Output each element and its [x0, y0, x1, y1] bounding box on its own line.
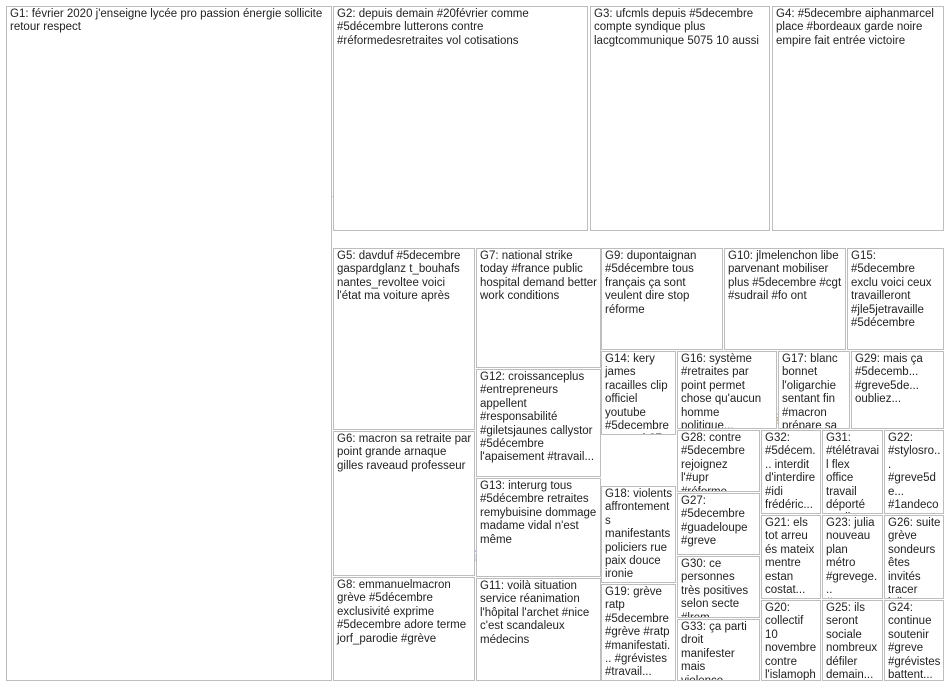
- group-title: G26: suite grève sondeurs êtes invités t…: [888, 517, 941, 598]
- group-panel-g30: G30: ce personnes très positives selon s…: [677, 556, 760, 618]
- group-panel-g14: G14: kery james racailles clip officiel …: [601, 351, 676, 435]
- group-title: G33: ça parti droit manifester mais viol…: [681, 621, 751, 681]
- group-panel-g19: G19: grève ratp #5decembre #grève #ratp …: [601, 584, 676, 681]
- group-title: G5: davduf #5decembre gaspardglanz t_bou…: [337, 250, 464, 303]
- group-panel-g15: G15: #5decembre exclu voici ceux travail…: [847, 248, 944, 350]
- group-panel-g20: G20: collectif 10 novembre contre l'isla…: [761, 600, 821, 681]
- group-title: G30: ce personnes très positives selon s…: [681, 558, 752, 618]
- group-title: G19: grève ratp #5decembre #grève #ratp …: [605, 586, 673, 679]
- group-panel-g23: G23: julia nouveau plan métro #grevege..…: [822, 515, 883, 599]
- group-panel-g6: G6: macron sa retraite par point grande …: [333, 431, 475, 576]
- group-title: G13: interurg tous #5décembre retraites …: [480, 480, 600, 546]
- group-title: G18: violents affrontements manifestants…: [605, 488, 673, 582]
- group-title: G27: #5decembre #guadeloupe #greve: [681, 495, 751, 548]
- group-title: G2: depuis demain #20février comme #5déc…: [337, 8, 532, 47]
- group-title: G9: dupontaignan #5décembre tous françai…: [605, 250, 700, 316]
- group-title: G3: ufcmls depuis #5decembre compte synd…: [594, 8, 759, 47]
- group-panel-g2: G2: depuis demain #20février comme #5déc…: [333, 6, 588, 231]
- group-panel-g21: G21: els tot arreu és mateix mentre esta…: [761, 515, 821, 599]
- group-title: G22: #stylosro... #greve5de... #1andeco.…: [888, 432, 941, 513]
- group-panel-g24: G24: continue soutenir #greve #grévistes…: [884, 600, 944, 681]
- group-panel-g17: G17: blanc bonnet l'oligarchie sentant f…: [778, 351, 850, 429]
- group-panel-g10: G10: jlmelenchon libe parvenant mobilise…: [724, 248, 846, 350]
- group-panel-g29: G29: mais ça #5decemb... #greve5de... ou…: [851, 351, 944, 429]
- group-title: G20: collectif 10 novembre contre l'isla…: [765, 602, 817, 681]
- group-panel-g5: G5: davduf #5decembre gaspardglanz t_bou…: [333, 248, 475, 430]
- group-title: G32: #5décem... interdit d'interdire #id…: [765, 432, 819, 512]
- group-panel-g13: G13: interurg tous #5décembre retraites …: [476, 478, 601, 577]
- group-title: G11: voilà situation service réanimation…: [480, 580, 593, 646]
- group-panel-g32: G32: #5décem... interdit d'interdire #id…: [761, 430, 821, 514]
- group-title: G17: blanc bonnet l'oligarchie sentant f…: [782, 353, 838, 429]
- group-panel-g11: G11: voilà situation service réanimation…: [476, 578, 601, 681]
- group-panel-g27: G27: #5decembre #guadeloupe #greve: [677, 493, 760, 555]
- group-panel-g28: G28: contre #5decembre rejoignez l'#upr …: [677, 430, 760, 492]
- group-title: G21: els tot arreu és mateix mentre esta…: [765, 517, 818, 597]
- group-panel-g1: G1: février 2020 j'enseigne lycée pro pa…: [6, 6, 332, 681]
- group-panel-g33: G33: ça parti droit manifester mais viol…: [677, 619, 760, 681]
- group-title: G16: système #retraites par point permet…: [681, 353, 765, 429]
- group-panel-g7: G7: national strike today #france public…: [476, 248, 601, 368]
- group-title: G10: jlmelenchon libe parvenant mobilise…: [728, 250, 845, 303]
- group-title: G23: julia nouveau plan métro #grevege..…: [826, 517, 878, 598]
- group-panel-g16: G16: système #retraites par point permet…: [677, 351, 777, 429]
- group-panel-g18: G18: violents affrontements manifestants…: [601, 486, 676, 583]
- group-panel-g9: G9: dupontaignan #5décembre tous françai…: [601, 248, 723, 350]
- group-title: G1: février 2020 j'enseigne lycée pro pa…: [10, 8, 326, 34]
- group-panel-g4: G4: #5decembre aiphanmarcel place #borde…: [772, 6, 944, 231]
- group-panel-g22: G22: #stylosro... #greve5de... #1andeco.…: [884, 430, 944, 514]
- group-title: G8: emmanuelmacron grève #5décembre excl…: [337, 579, 470, 645]
- group-panel-g8: G8: emmanuelmacron grève #5décembre excl…: [333, 577, 475, 681]
- group-panel-g3: G3: ufcmls depuis #5decembre compte synd…: [590, 6, 770, 231]
- group-title: G6: macron sa retraite par point grande …: [337, 433, 475, 472]
- group-title: G4: #5decembre aiphanmarcel place #borde…: [776, 8, 938, 47]
- group-panel-g31: G31: #télétravail flex office travail dé…: [822, 430, 883, 514]
- group-title: G14: kery james racailles clip officiel …: [605, 353, 669, 434]
- group-panel-g25: G25: ils seront sociale nombreux défiler…: [822, 600, 883, 681]
- group-title: G29: mais ça #5decemb... #greve5de... ou…: [855, 353, 926, 406]
- group-title: G24: continue soutenir #greve #grévistes…: [888, 602, 944, 681]
- group-title: G25: ils seront sociale nombreux défiler…: [826, 602, 881, 681]
- group-panel-g12: G12: croissanceplus #entrepreneurs appel…: [476, 369, 601, 477]
- group-title: G31: #télétravail flex office travail dé…: [826, 432, 880, 513]
- group-title: G7: national strike today #france public…: [480, 250, 601, 303]
- group-panel-g26: G26: suite grève sondeurs êtes invités t…: [884, 515, 944, 599]
- group-title: G28: contre #5decembre rejoignez l'#upr …: [681, 432, 749, 492]
- group-title: G12: croissanceplus #entrepreneurs appel…: [480, 371, 596, 464]
- group-title: G15: #5decembre exclu voici ceux travail…: [851, 250, 935, 330]
